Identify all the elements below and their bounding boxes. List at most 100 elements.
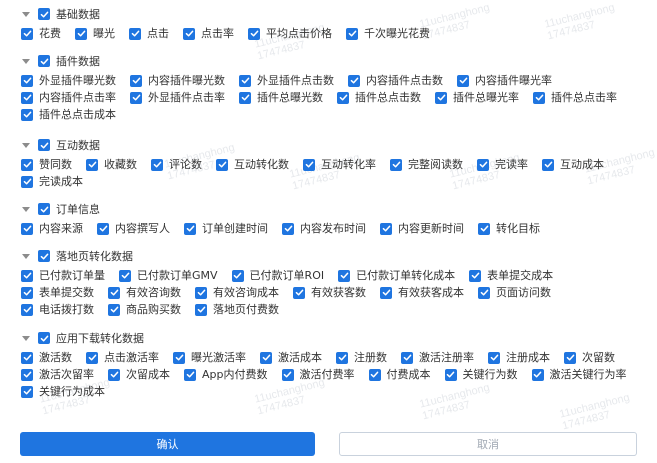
metric-checkbox[interactable]: [336, 351, 348, 364]
metric-checkbox[interactable]: [119, 269, 131, 282]
section-checkbox[interactable]: [38, 55, 50, 67]
caret-down-icon[interactable]: [22, 142, 30, 148]
metric-checkbox[interactable]: [21, 303, 33, 316]
metric-option[interactable]: 完整阅读数: [390, 156, 463, 173]
metric-option[interactable]: 插件总点击成本: [21, 106, 116, 123]
metric-checkbox[interactable]: [130, 91, 142, 104]
metric-checkbox[interactable]: [457, 74, 469, 87]
metric-checkbox[interactable]: [346, 27, 358, 40]
cancel-button[interactable]: 取消: [339, 432, 637, 456]
metric-option[interactable]: 评论数: [151, 156, 202, 173]
metric-option[interactable]: 完读成本: [21, 173, 83, 190]
metric-checkbox[interactable]: [86, 351, 98, 364]
metric-checkbox[interactable]: [108, 303, 120, 316]
metric-checkbox[interactable]: [469, 269, 482, 282]
metric-checkbox[interactable]: [239, 74, 251, 87]
metric-option[interactable]: 有效获客数: [293, 284, 366, 301]
section-header[interactable]: 插件数据: [21, 53, 651, 69]
metric-checkbox[interactable]: [444, 368, 457, 381]
metric-checkbox[interactable]: [390, 158, 402, 171]
section-header[interactable]: 订单信息: [21, 201, 651, 217]
section-checkbox[interactable]: [38, 332, 50, 344]
metric-option[interactable]: 内容撰写人: [97, 220, 170, 237]
metric-checkbox[interactable]: [21, 175, 33, 188]
metric-option[interactable]: 付费成本: [368, 366, 431, 383]
metric-option[interactable]: 曝光: [75, 25, 115, 42]
metric-checkbox[interactable]: [21, 91, 33, 104]
metric-option[interactable]: 外显插件点击数: [239, 72, 334, 89]
metric-option[interactable]: 插件总点击数: [337, 89, 421, 106]
confirm-button[interactable]: 确认: [20, 432, 315, 456]
metric-option[interactable]: 赞同数: [21, 156, 72, 173]
metric-checkbox[interactable]: [260, 351, 272, 364]
metric-option[interactable]: 曝光激活率: [173, 349, 246, 366]
metric-checkbox[interactable]: [195, 303, 207, 316]
metric-checkbox[interactable]: [303, 158, 315, 171]
metric-option[interactable]: 内容来源: [21, 220, 83, 237]
metric-checkbox[interactable]: [108, 368, 120, 381]
metric-checkbox[interactable]: [195, 286, 207, 299]
metric-checkbox[interactable]: [21, 222, 33, 235]
metric-checkbox[interactable]: [21, 74, 33, 87]
metric-checkbox[interactable]: [478, 222, 490, 235]
caret-down-icon[interactable]: [22, 206, 30, 212]
metric-checkbox[interactable]: [282, 222, 294, 235]
metric-option[interactable]: 电话拨打数: [21, 301, 94, 318]
metric-option[interactable]: 次留数: [564, 349, 615, 366]
metric-option[interactable]: 千次曝光花费: [346, 25, 430, 42]
metric-option[interactable]: 表单提交数: [21, 284, 94, 301]
metric-option[interactable]: 已付款订单ROI: [231, 267, 324, 284]
metric-option[interactable]: 完读率: [477, 156, 528, 173]
metric-option[interactable]: 内容插件曝光数: [130, 72, 225, 89]
metric-option[interactable]: 有效获客成本: [380, 284, 464, 301]
metric-checkbox[interactable]: [368, 368, 381, 381]
metric-option[interactable]: 插件总曝光数: [239, 89, 323, 106]
metric-checkbox[interactable]: [21, 108, 33, 121]
metric-checkbox[interactable]: [348, 74, 360, 87]
metric-option[interactable]: 内容插件点击数: [348, 72, 443, 89]
section-checkbox[interactable]: [38, 139, 50, 151]
metric-option[interactable]: 内容发布时间: [282, 220, 366, 237]
metric-checkbox[interactable]: [248, 27, 260, 40]
metric-checkbox[interactable]: [488, 351, 500, 364]
caret-down-icon[interactable]: [22, 335, 30, 341]
metric-checkbox[interactable]: [21, 368, 33, 381]
metric-option[interactable]: 激活成本: [260, 349, 322, 366]
section-checkbox[interactable]: [38, 203, 50, 215]
metric-option[interactable]: 收藏数: [86, 156, 137, 173]
metric-option[interactable]: 已付款订单量: [21, 267, 105, 284]
section-header[interactable]: 互动数据: [21, 137, 651, 153]
metric-option[interactable]: 插件总曝光率: [435, 89, 519, 106]
metric-option[interactable]: 激活注册率: [401, 349, 474, 366]
metric-checkbox[interactable]: [293, 286, 305, 299]
metric-option[interactable]: 次留成本: [108, 366, 170, 383]
metric-option[interactable]: 点击激活率: [86, 349, 159, 366]
metric-checkbox[interactable]: [173, 351, 185, 364]
metric-option[interactable]: 插件总点击率: [533, 89, 617, 106]
section-checkbox[interactable]: [38, 8, 50, 20]
metric-checkbox[interactable]: [75, 27, 87, 40]
metric-option[interactable]: App内付费数: [184, 366, 268, 383]
metric-option[interactable]: 内容插件曝光率: [457, 72, 552, 89]
metric-checkbox[interactable]: [564, 351, 576, 364]
section-header[interactable]: 基础数据: [21, 6, 651, 22]
metric-checkbox[interactable]: [281, 368, 294, 381]
metric-option[interactable]: 已付款订单GMV: [119, 267, 218, 284]
metric-option[interactable]: 关键行为数: [444, 366, 518, 383]
metric-option[interactable]: 商品购买数: [108, 301, 181, 318]
metric-option[interactable]: 激活付费率: [281, 366, 355, 383]
metric-checkbox[interactable]: [477, 158, 489, 171]
metric-option[interactable]: 内容插件点击率: [21, 89, 116, 106]
metric-option[interactable]: 外显插件曝光数: [21, 72, 116, 89]
metric-checkbox[interactable]: [97, 222, 109, 235]
metric-checkbox[interactable]: [239, 91, 251, 104]
metric-option[interactable]: 花费: [21, 25, 61, 42]
metric-option[interactable]: 互动转化数: [216, 156, 289, 173]
metric-checkbox[interactable]: [130, 74, 142, 87]
caret-down-icon[interactable]: [22, 58, 30, 64]
metric-checkbox[interactable]: [183, 27, 195, 40]
metric-checkbox[interactable]: [129, 27, 141, 40]
metric-checkbox[interactable]: [216, 158, 228, 171]
metric-option[interactable]: 已付款订单转化成本: [338, 267, 455, 284]
metric-option[interactable]: 订单创建时间: [184, 220, 268, 237]
